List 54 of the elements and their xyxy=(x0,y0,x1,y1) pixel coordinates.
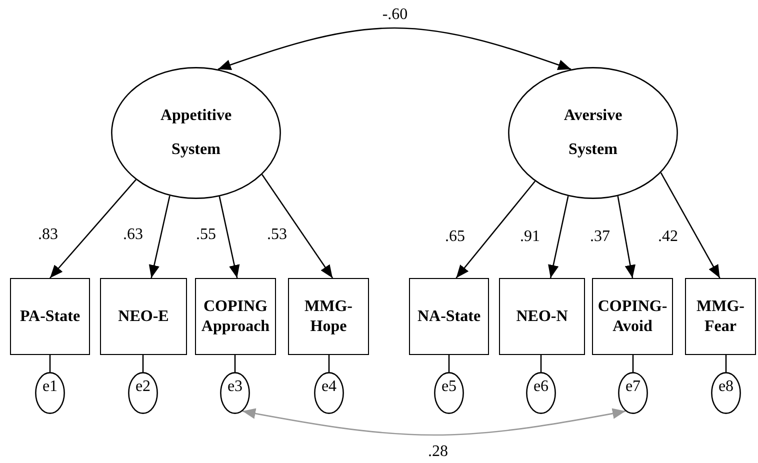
error-link-line xyxy=(540,355,542,372)
latent-variable-ellipse xyxy=(111,67,281,199)
loading-arrow xyxy=(148,196,170,278)
observed-variable-box xyxy=(100,278,187,355)
variable-label: NA-State xyxy=(417,306,481,326)
covariance-arrow xyxy=(242,408,626,436)
observed-variable-box xyxy=(10,278,90,355)
loading-arrow xyxy=(617,196,636,278)
observed-variable-box xyxy=(592,278,673,355)
variable-label: Appetitive System xyxy=(159,106,233,160)
error-link-line xyxy=(142,355,144,372)
observed-variable-box xyxy=(195,278,276,355)
variable-label: COPING-Avoid xyxy=(596,296,668,336)
observed-variable-box xyxy=(685,278,756,355)
loading-arrow xyxy=(660,172,720,278)
error-term-ellipse xyxy=(711,372,741,414)
loading-arrow xyxy=(456,180,536,278)
error-link-line xyxy=(448,355,450,372)
loading-arrow xyxy=(262,174,334,278)
error-label: e2 xyxy=(135,377,151,397)
error-link-line xyxy=(49,355,51,372)
error-label: e7 xyxy=(625,377,641,397)
error-label: e5 xyxy=(441,377,457,397)
observed-variable-box xyxy=(288,278,369,355)
variable-label: NEO-E xyxy=(118,306,169,326)
variable-label: COPING Approach xyxy=(200,296,271,336)
error-label: e8 xyxy=(718,377,734,397)
error-term-ellipse xyxy=(314,372,344,414)
variable-label: NEO-N xyxy=(516,306,568,326)
error-link-line xyxy=(632,355,634,372)
error-label: e1 xyxy=(42,377,58,397)
error-term-ellipse xyxy=(434,372,464,414)
error-label: e3 xyxy=(227,377,243,397)
error-term-ellipse xyxy=(220,372,250,414)
covariance-arrow xyxy=(218,27,572,70)
variable-label: Aversive System xyxy=(562,106,624,160)
variable-label: MMG-Hope xyxy=(304,296,354,336)
loading-arrow xyxy=(50,179,136,278)
loading-arrow xyxy=(548,196,569,278)
error-label: e6 xyxy=(533,377,549,397)
variable-label: MMG-Fear xyxy=(696,296,746,336)
error-label: e4 xyxy=(321,377,337,397)
error-link-line xyxy=(725,355,727,372)
error-link-line xyxy=(234,355,236,372)
error-term-ellipse xyxy=(618,372,648,414)
error-link-line xyxy=(328,355,330,372)
observed-variable-box xyxy=(409,278,489,355)
error-term-ellipse xyxy=(128,372,158,414)
variable-label: PA-State xyxy=(20,306,80,326)
error-term-ellipse xyxy=(35,372,65,414)
loading-arrow xyxy=(218,196,240,278)
latent-variable-ellipse xyxy=(508,67,678,199)
error-term-ellipse xyxy=(526,372,556,414)
observed-variable-box xyxy=(499,278,585,355)
